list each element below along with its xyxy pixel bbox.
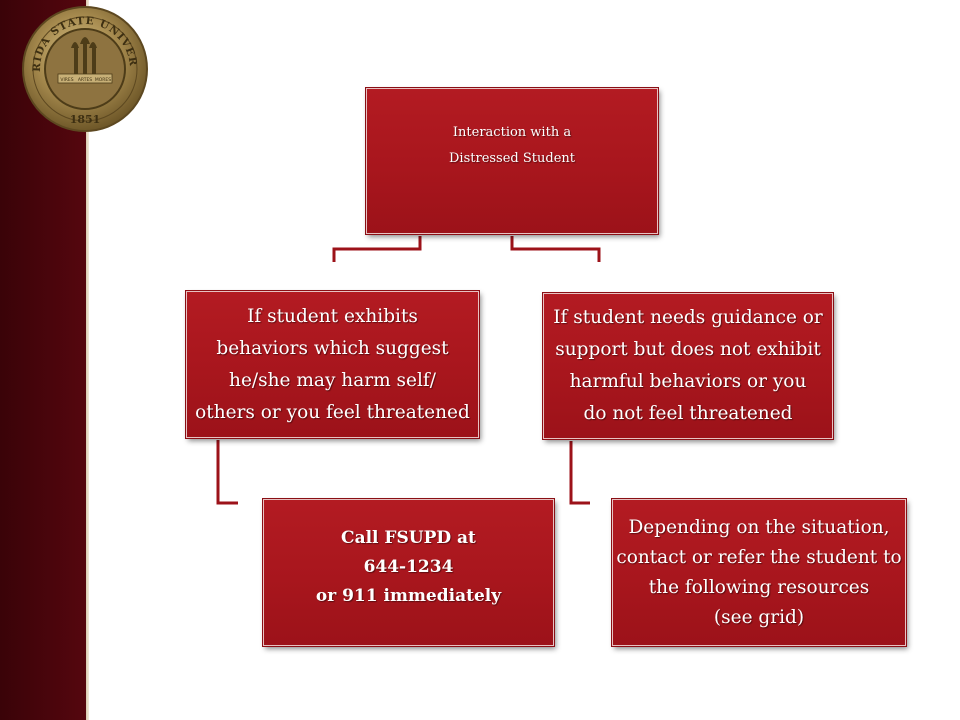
action-call-police-box: Call FSUPD at 644-1234 or 911 immediatel… [262,498,555,647]
sidebar-edge [86,0,89,720]
branch-guidance-text: If student needs guidance or support but… [553,307,823,424]
branch-harm-box: If student exhibits behaviors which sugg… [185,290,480,439]
action-call-police-text: Call FSUPD at 644-1234 or 911 immediatel… [315,528,502,606]
root-text: Interaction with a Distressed Student [449,125,575,166]
seal-banner-word: ARTES [78,77,92,83]
action-refer-text: Depending on the situation, contact or r… [616,516,902,628]
branch-harm-text: If student exhibits behaviors which sugg… [195,305,470,423]
connector-right-action [569,441,590,505]
connector-root-right [510,236,601,262]
torch-icon [71,37,97,80]
connector-left-action [216,440,238,505]
connector-root-left [332,236,422,262]
seal-year: 1851 [70,113,101,126]
seal-banner [57,73,113,84]
branch-guidance-box: If student needs guidance or support but… [542,292,834,440]
university-seal-icon: FLORIDA STATE UNIVERSITY VIRES ARTES MOR… [20,4,148,132]
action-refer-box: Depending on the situation, contact or r… [611,498,907,647]
seal-banner-word: VIRES [60,77,73,83]
seal-banner-word: MORES [95,77,111,83]
root-box: Interaction with a Distressed Student [365,87,659,235]
